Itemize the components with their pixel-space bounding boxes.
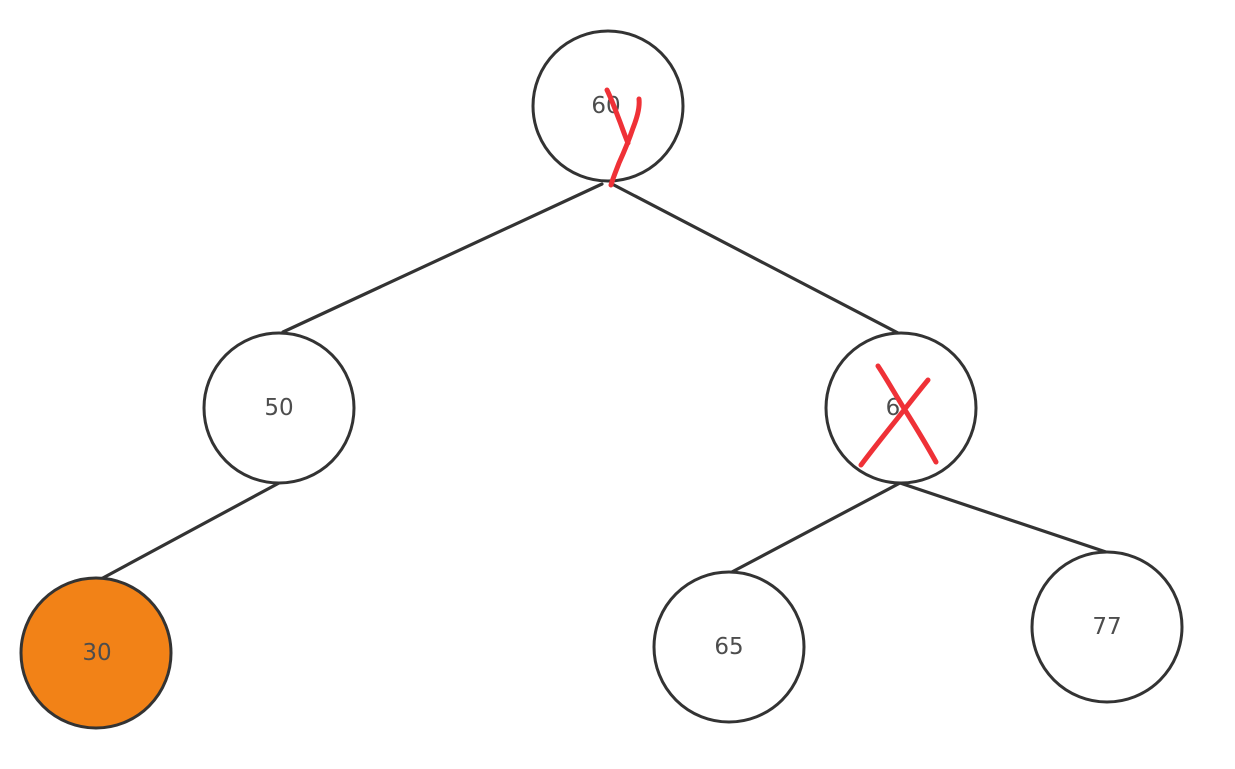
tree-node-30[interactable]: 30 — [19, 576, 173, 730]
tree-node-50[interactable]: 50 — [202, 331, 356, 485]
tree-node-60[interactable]: 60 — [531, 29, 685, 183]
edge-50-30 — [99, 481, 281, 581]
node-circle — [202, 331, 356, 485]
node-label: 50 — [264, 395, 293, 421]
y-mark-annotation — [604, 87, 642, 188]
node-circle — [531, 29, 685, 183]
node-label: 77 — [1092, 614, 1121, 640]
tree-node-65[interactable]: 65 — [652, 570, 806, 724]
tree-edges — [99, 182, 1108, 581]
edge-66-65 — [728, 481, 902, 575]
node-label: 6 — [886, 395, 901, 421]
tree-node-77[interactable]: 77 — [1030, 550, 1184, 704]
edge-60-66 — [610, 182, 902, 336]
node-label: 30 — [82, 640, 111, 666]
edge-60-50 — [281, 182, 604, 334]
x-mark-annotation — [858, 363, 939, 468]
node-circle — [652, 570, 806, 724]
edge-66-77 — [898, 481, 1108, 554]
node-circle — [19, 576, 173, 730]
node-circle — [1030, 550, 1184, 704]
node-label: 65 — [714, 634, 743, 660]
